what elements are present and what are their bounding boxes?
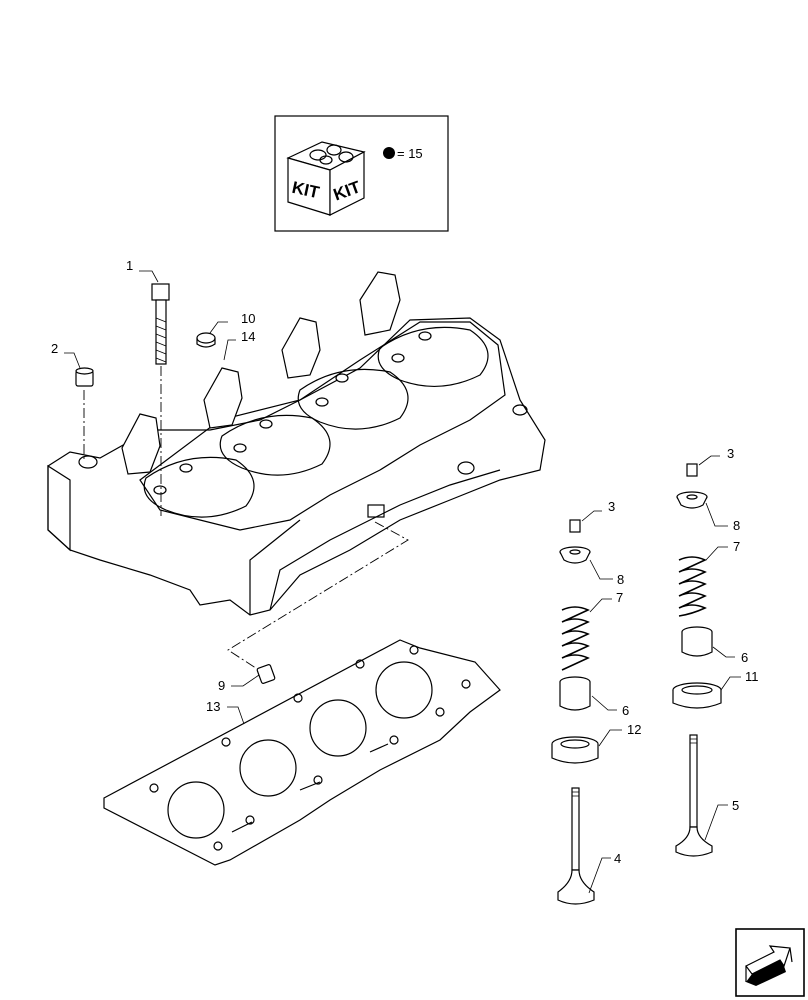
- callout-7-right: 7: [733, 539, 740, 554]
- callout-11: 11: [745, 669, 759, 684]
- callout-6-left: 6: [622, 703, 629, 718]
- callout-8-left: 8: [617, 572, 624, 587]
- callout-10: 10: [241, 311, 255, 326]
- callout-13: 13: [206, 699, 220, 714]
- exhaust-valve: [557, 787, 595, 905]
- part-9-axis-line: [227, 521, 409, 673]
- part-9-plug: [256, 664, 276, 684]
- valve-keeper-right: [686, 463, 698, 477]
- callout-7-left: 7: [616, 590, 623, 605]
- valve-spring-right: [678, 556, 707, 617]
- right-valve-stack: [672, 463, 722, 857]
- head-bolt: [151, 283, 170, 365]
- callout-2: 2: [51, 341, 58, 356]
- valve-stem-seal-left: [559, 676, 591, 711]
- callout-5: 5: [732, 798, 739, 813]
- kit-dot-icon: [383, 147, 395, 159]
- callout-3-right: 3: [727, 446, 734, 461]
- callout-4: 4: [614, 851, 621, 866]
- cylinder-head: [47, 271, 546, 616]
- head-gasket: [103, 639, 501, 866]
- kit-equals-label: = 15: [397, 146, 423, 161]
- part-10-plug: [196, 332, 216, 348]
- left-valve-stack: [551, 519, 599, 905]
- callout-labels: 1 2 10 14 3 3 8 8 7 7 6 6 11 12 5 4 9 13: [51, 258, 759, 866]
- callout-6-right: 6: [741, 650, 748, 665]
- part-2-sleeve: [75, 367, 94, 387]
- valve-stem-seal-right: [681, 626, 713, 657]
- valve-seat-left: [551, 736, 599, 764]
- next-page-arrow-icon[interactable]: [735, 928, 805, 997]
- valve-seat-right: [672, 682, 722, 709]
- callout-1: 1: [126, 258, 133, 273]
- callout-leaders: [64, 270, 741, 894]
- intake-valve: [675, 734, 713, 857]
- callout-3-left: 3: [608, 499, 615, 514]
- kit-box-icon: KIT KIT: [286, 141, 366, 216]
- callout-8-right: 8: [733, 518, 740, 533]
- callout-12: 12: [627, 722, 641, 737]
- callout-14: 14: [241, 329, 255, 344]
- spring-retainer-left: [559, 546, 591, 564]
- kit-legend: KIT KIT = 15: [274, 115, 449, 232]
- valve-keeper-left: [569, 519, 581, 533]
- spring-retainer-right: [676, 491, 708, 509]
- callout-9: 9: [218, 678, 225, 693]
- kit-legend-frame: [274, 115, 449, 232]
- valve-spring-left: [561, 606, 590, 671]
